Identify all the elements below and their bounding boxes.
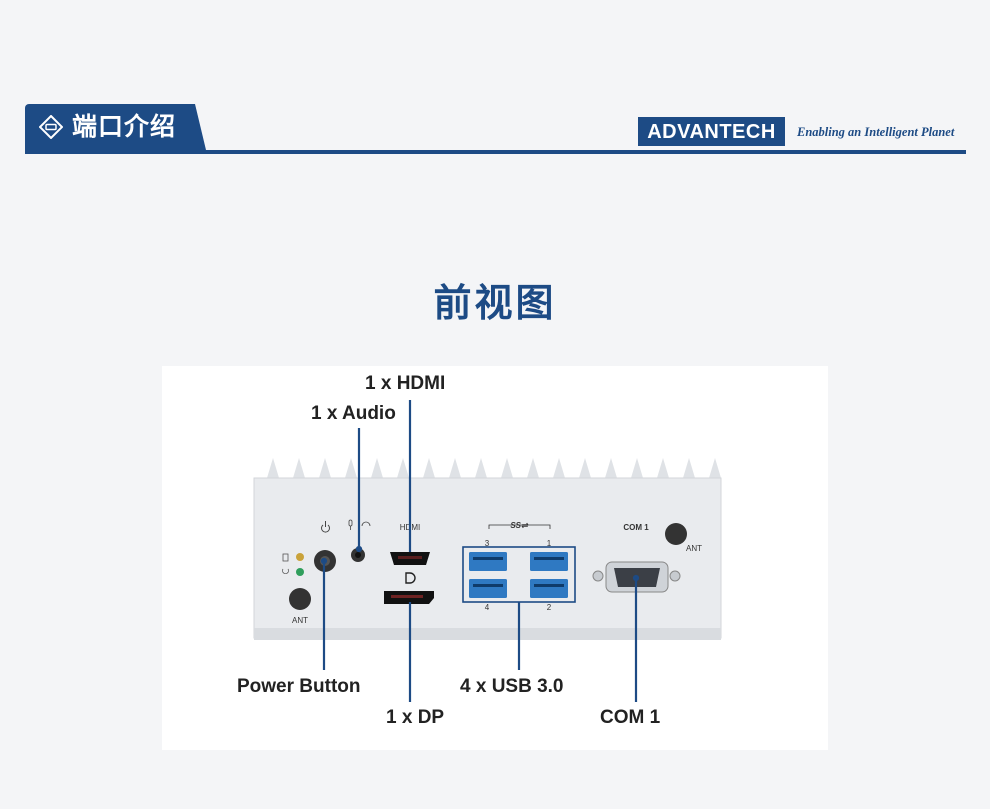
antenna-connector-left [289,588,311,610]
device-front-illustration: ANT HDMI SS⇌ 3 1 4 2 [253,400,722,702]
section-tab: 端口介绍 [25,104,206,150]
hdmi-port [390,552,430,565]
usb-port-2-label: 2 [547,603,552,612]
usb-ss-icon: SS⇌ [510,521,529,530]
hdmi-callout: 1 x HDMI [365,373,446,394]
heatsink-fins [267,458,721,478]
section-title: 端口介绍 [72,112,177,141]
usb-port [530,579,568,598]
dp-callout: 1 x DP [386,707,445,728]
usb-port-1-label: 1 [547,539,552,548]
usb-port [469,579,507,598]
antenna-connector-right [665,523,687,545]
header-divider [25,150,966,154]
brand-tagline: Enabling an Intelligent Planet [797,125,955,139]
advantech-logo: ADVANTECH [638,117,785,146]
ant-left-label: ANT [292,616,308,625]
usb-port [469,552,507,571]
chassis-base [254,628,721,640]
usb-port [530,552,568,571]
port-diamond-icon [39,115,63,139]
usb-port-3-label: 3 [485,539,490,548]
usb-port-4-label: 4 [485,603,490,612]
usb-callout: 4 x USB 3.0 [460,676,564,697]
hdd-led-icon [282,553,304,562]
power-symbol-icon [321,521,330,533]
mic-headphone-icon [348,519,371,530]
com-callout: COM 1 [600,707,661,728]
front-view-panel: ANT HDMI SS⇌ 3 1 4 2 [162,366,828,750]
page-title: 前视图 [433,281,557,325]
audio-callout: 1 x Audio [311,403,396,424]
callout-lines [320,400,640,702]
ant-right-label: ANT [686,544,702,553]
displayport-icon [405,572,416,584]
com-label: COM 1 [623,523,649,532]
power-button-callout: Power Button [237,676,361,697]
power-led-icon [282,568,304,576]
